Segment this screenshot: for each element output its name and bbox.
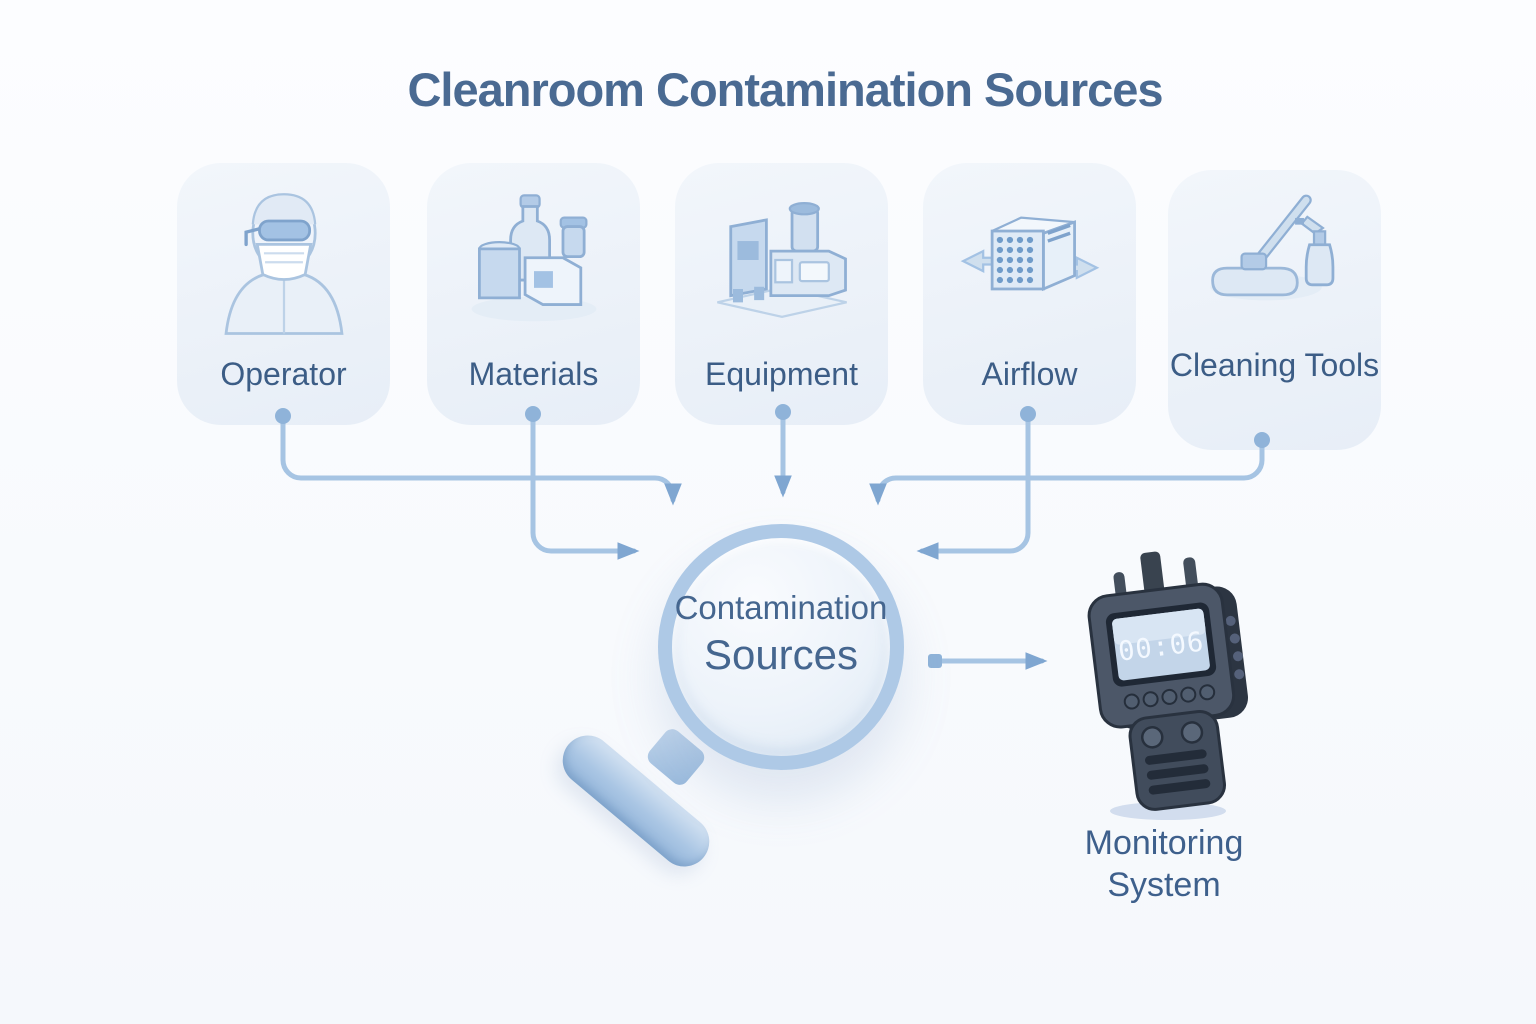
center-label-line2: Sources <box>703 631 859 678</box>
card-equipment: Equipment <box>675 163 888 425</box>
equipment-icon <box>704 177 860 348</box>
arrow-materials-to-center <box>530 411 640 560</box>
card-materials: Materials <box>427 163 640 425</box>
arrow-airflow-to-center <box>916 411 1031 560</box>
operator-icon <box>206 177 362 348</box>
monitoring-label-line1: Monitoring <box>1084 824 1244 862</box>
card-label-cleaning-tools: Cleaning Tools <box>1169 347 1380 383</box>
card-label-materials: Materials <box>468 356 599 392</box>
card-operator: Operator <box>177 163 390 425</box>
magnifier-lens: Contamination Sources <box>658 524 904 770</box>
page-title: Cleanroom Contamination Sources <box>407 63 1163 116</box>
monitoring-system-label: Monitoring System <box>1038 822 1290 906</box>
card-label-equipment: Equipment <box>705 356 858 392</box>
particle-counter-icon: 00:06 <box>1087 551 1249 820</box>
card-label-operator: Operator <box>220 356 347 392</box>
card-airflow: Airflow <box>923 163 1136 425</box>
airflow-icon <box>952 177 1108 348</box>
cleaning-tools-icon <box>1197 184 1353 355</box>
materials-icon <box>456 177 612 348</box>
arrow-operator-to-center <box>280 413 682 506</box>
center-label-line1: Contamination <box>674 589 888 626</box>
center-node-label: Contamination Sources <box>672 586 890 680</box>
monitoring-label-line2: System <box>1107 866 1221 904</box>
card-cleaning-tools: Cleaning Tools <box>1168 170 1381 450</box>
card-label-airflow: Airflow <box>981 356 1078 392</box>
